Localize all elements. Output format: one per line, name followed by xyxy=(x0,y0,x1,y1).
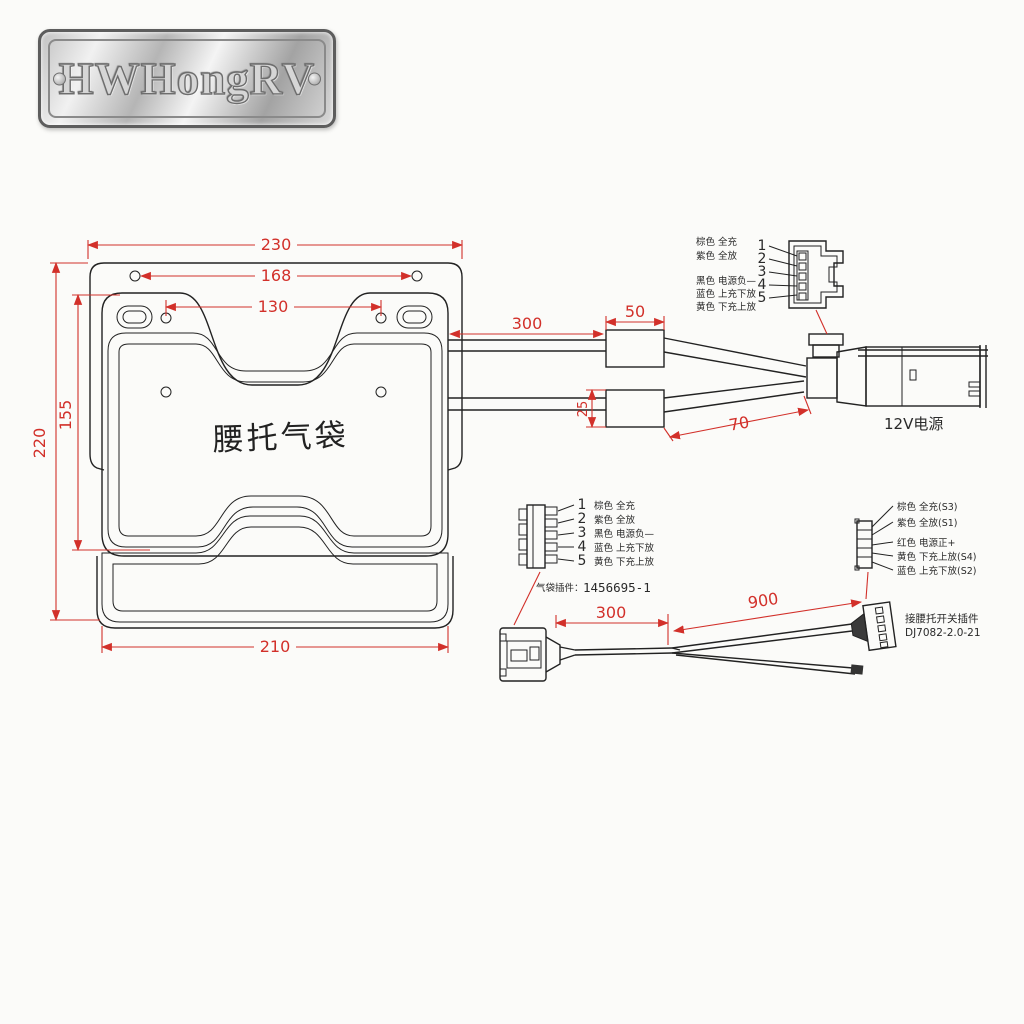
wire-label: 黑色 电源负— xyxy=(594,528,655,540)
dim-lead-length: 300 xyxy=(596,603,627,622)
wire-label: 棕色 全充 xyxy=(696,236,738,248)
switch-connector-wire-labels: 棕色 全充(S3) 紫色 全放(S1) 红色 电源正+ 黄色 下充上放(S4) … xyxy=(897,501,977,577)
wire-label: 蓝色 上充下放 xyxy=(696,288,757,300)
dim-outer-width: 230 xyxy=(261,235,292,254)
dimension-lines-bag: 230 168 130 155 220 210 xyxy=(30,235,464,656)
wire-label: 紫色 全放(S1) xyxy=(897,517,958,529)
pin-number: 3 xyxy=(578,525,587,541)
wire-label: 紫色 全放 xyxy=(594,514,636,526)
air-tubes xyxy=(448,329,807,428)
pin-number: 4 xyxy=(578,539,587,555)
airbag-fabric-outline xyxy=(101,292,449,557)
wire-label: 蓝色 上充下放(S2) xyxy=(897,565,977,577)
dim-branch-length: 900 xyxy=(747,589,780,613)
power-connector-wire-labels: 棕色 全充 紫色 全放 黑色 电源负— 蓝色 上充下放 黄色 下充上放 xyxy=(696,236,757,313)
dim-mid-holes: 130 xyxy=(258,297,289,316)
harness-part-note-value: 1456695-1 xyxy=(583,580,651,595)
airbag-lower-chamber xyxy=(96,515,454,629)
dimension-lines-tubes: 300 50 25 70 xyxy=(448,302,812,442)
pin-number: 1 xyxy=(758,238,767,254)
wire-label: 黑色 电源负— xyxy=(696,275,757,287)
pin-number: 5 xyxy=(578,553,587,569)
switch-note-line2: DJ7082-2.0-21 xyxy=(905,627,981,639)
power-connector-drawing: 1 2 3 4 5 棕色 全充 紫色 全放 黑色 电源负— 蓝色 上充下放 黄色… xyxy=(696,236,844,335)
screw-icon xyxy=(53,72,66,85)
pin-number: 4 xyxy=(758,277,767,293)
dim-tube1-length: 300 xyxy=(512,314,543,333)
switch-connector-drawing: 棕色 全充(S3) 紫色 全放(S1) 红色 电源正+ 黄色 下充上放(S4) … xyxy=(854,501,977,577)
pin-number: 3 xyxy=(758,264,767,280)
pin-number: 1 xyxy=(578,497,587,513)
pin-number: 2 xyxy=(578,511,587,527)
wire-label: 紫色 全放 xyxy=(696,250,738,262)
airbag-mount-slots xyxy=(116,305,433,398)
pump-assembly: 12V电源 xyxy=(806,333,988,433)
wire-label: 黄色 下充上放 xyxy=(594,556,655,568)
brand-logo-text: HWHongRV xyxy=(58,53,316,104)
switch-plug-connector xyxy=(850,601,897,652)
power-connector-pin-numbers: 1 2 3 4 5 xyxy=(758,238,798,306)
dim-block-height: 25 xyxy=(576,401,591,418)
switch-note-line1: 接腰托开关插件 xyxy=(905,612,979,625)
harness-connector-wire-labels: 棕色 全充 紫色 全放 黑色 电源负— 蓝色 上充下放 黄色 下充上放 xyxy=(594,500,655,568)
pin-number: 2 xyxy=(758,251,767,267)
pump-power-label: 12V电源 xyxy=(884,415,943,433)
dim-inner-height: 155 xyxy=(56,400,75,431)
wire-label: 红色 电源正+ xyxy=(897,537,955,549)
dim-block-width: 50 xyxy=(625,302,645,321)
dim-outer-height: 220 xyxy=(30,428,49,459)
screw-icon xyxy=(308,72,321,85)
dim-top-holes: 168 xyxy=(261,266,292,285)
switch-connector-leaders xyxy=(871,505,894,571)
wire-label: 棕色 全充(S3) xyxy=(897,501,958,513)
wire-label: 黄色 下充上放 xyxy=(696,301,757,313)
dim-bottom-width: 210 xyxy=(260,637,291,656)
airbag-upper-chamber xyxy=(107,332,443,548)
airbag-name-label: 腰托气袋 xyxy=(212,418,349,459)
harness-connector-pin-numbers: 1 2 3 4 5 xyxy=(557,497,587,569)
wire-label: 棕色 全充 xyxy=(594,500,636,512)
harness-part-note-label: 气袋插件： xyxy=(536,582,584,594)
pin-number: 5 xyxy=(758,290,767,306)
switch-harness-drawing: 300 900 接腰托开关插件 DJ7082-2.0-21 xyxy=(499,571,981,682)
wire-label: 蓝色 上充下放 xyxy=(594,542,655,554)
harness-connector-drawing: 1 2 3 4 5 棕色 全充 紫色 全放 黑色 电源负— 蓝色 上充下放 黄色… xyxy=(513,497,655,626)
wire-label: 黄色 下充上放(S4) xyxy=(897,551,977,563)
dim-tube2-exit: 70 xyxy=(727,412,750,434)
